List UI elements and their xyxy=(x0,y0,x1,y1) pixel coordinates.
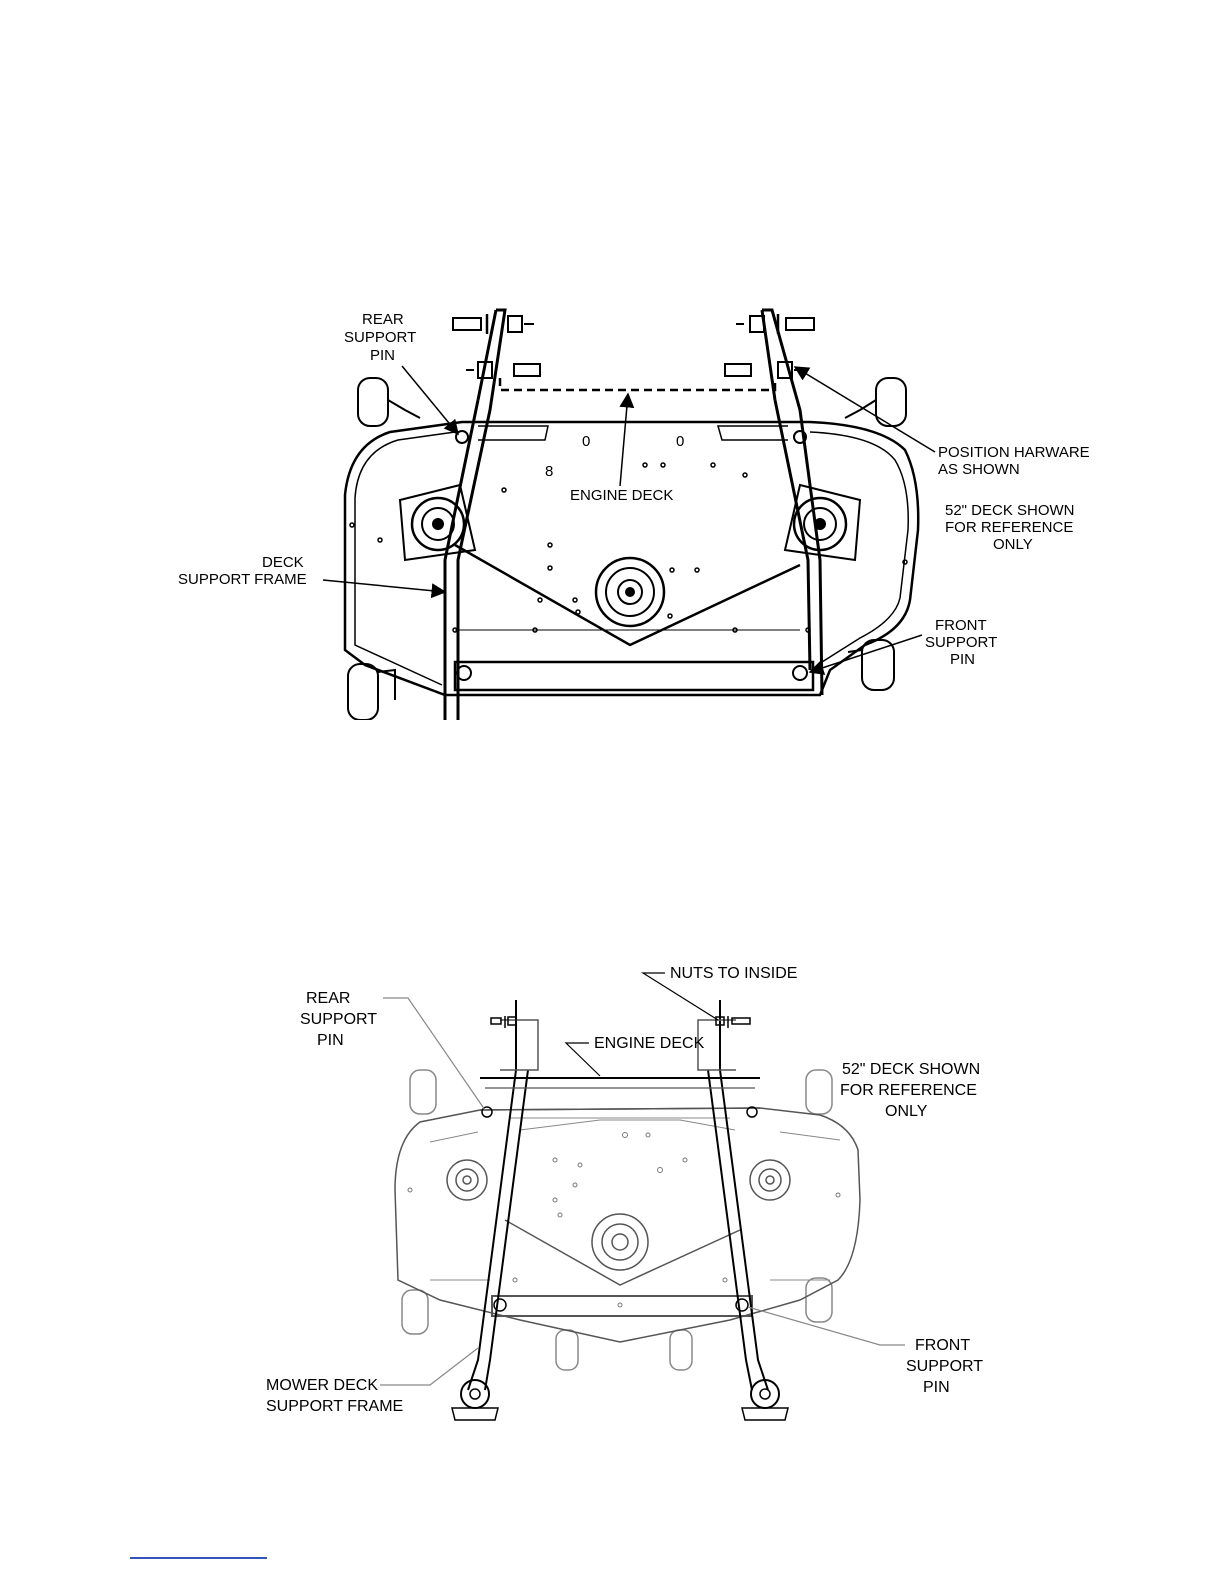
deck-support-frame xyxy=(445,310,822,720)
figure-2-label-engine-deck: ENGINE DECK xyxy=(594,1035,705,1052)
svg-text:SUPPORT: SUPPORT xyxy=(925,634,997,651)
figure-2-deck-diagram: REAR SUPPORT PIN NUTS TO INSIDE ENGINE D… xyxy=(0,960,1224,1430)
svg-text:SUPPORT: SUPPORT xyxy=(906,1358,983,1375)
leader-engine-deck xyxy=(620,394,628,486)
svg-text:FOR REFERENCE: FOR REFERENCE xyxy=(840,1082,977,1099)
hole-mark-0-left: 0 xyxy=(582,433,590,450)
svg-text:REAR: REAR xyxy=(362,311,404,328)
svg-text:DECK: DECK xyxy=(262,554,304,571)
figure-2-label-front-support-pin: FRONT SUPPORT PIN xyxy=(906,1337,983,1396)
label-position-hardware: POSITION HARWARE AS SHOWN xyxy=(938,444,1090,478)
svg-text:PIN: PIN xyxy=(317,1032,344,1049)
svg-text:ONLY: ONLY xyxy=(885,1103,928,1120)
figure-2-label-deck-reference: 52" DECK SHOWN FOR REFERENCE ONLY xyxy=(840,1061,980,1120)
front-cross-bar xyxy=(455,662,813,690)
label-rear-support-pin: REAR SUPPORT PIN xyxy=(344,311,416,364)
svg-text:FRONT: FRONT xyxy=(935,617,987,634)
figure-2-label-rear-support-pin: REAR SUPPORT PIN xyxy=(300,990,377,1049)
right-rear-wheel xyxy=(845,378,906,426)
left-rear-wheel xyxy=(358,378,420,426)
svg-text:PIN: PIN xyxy=(950,651,975,668)
figure-2-leader-mower-deck-support-frame xyxy=(380,1348,478,1385)
engine-deck-dashed-outline xyxy=(500,378,775,390)
svg-text:52" DECK SHOWN: 52" DECK SHOWN xyxy=(945,502,1075,519)
svg-text:PIN: PIN xyxy=(923,1379,950,1396)
figure-2-label-nuts-to-inside: NUTS TO INSIDE xyxy=(670,965,797,982)
hole-mark-8: 8 xyxy=(545,463,553,480)
figure-2-holes xyxy=(408,1133,840,1308)
svg-text:FOR REFERENCE: FOR REFERENCE xyxy=(945,519,1073,536)
figure-2-mower-deck-support-frame xyxy=(452,1000,788,1420)
svg-text:SUPPORT: SUPPORT xyxy=(300,1011,377,1028)
svg-text:MOWER DECK: MOWER DECK xyxy=(266,1377,378,1394)
svg-text:FRONT: FRONT xyxy=(915,1337,970,1354)
leader-deck-support-frame xyxy=(323,580,445,592)
footer-rule xyxy=(130,1557,267,1559)
figure-2-hardware xyxy=(491,1016,750,1028)
figure-1-svg: 0 0 8 REAR SUPPORT xyxy=(0,300,1224,720)
label-engine-deck: ENGINE DECK xyxy=(570,487,673,504)
figure-2-label-mower-deck-support-frame: MOWER DECK SUPPORT FRAME xyxy=(266,1377,403,1415)
svg-text:PIN: PIN xyxy=(370,347,395,364)
figure-1-deck-diagram: 0 0 8 REAR SUPPORT xyxy=(0,300,1224,720)
svg-text:AS SHOWN: AS SHOWN xyxy=(938,461,1020,478)
svg-text:SUPPORT FRAME: SUPPORT FRAME xyxy=(178,571,307,588)
svg-text:52" DECK SHOWN: 52" DECK SHOWN xyxy=(842,1061,980,1078)
figure-2-svg: REAR SUPPORT PIN NUTS TO INSIDE ENGINE D… xyxy=(0,960,1224,1430)
svg-text:SUPPORT FRAME: SUPPORT FRAME xyxy=(266,1398,403,1415)
figure-2-wheels xyxy=(402,1070,832,1370)
center-pulley xyxy=(596,558,664,626)
leader-rear-support-pin xyxy=(402,366,458,434)
leader-position-hardware xyxy=(795,367,935,452)
right-front-wheel xyxy=(848,640,894,690)
svg-text:POSITION HARWARE: POSITION HARWARE xyxy=(938,444,1090,461)
hardware-bolts xyxy=(453,314,814,378)
label-deck-support-frame: DECK SUPPORT FRAME xyxy=(178,554,307,588)
label-front-support-pin: FRONT SUPPORT PIN xyxy=(925,617,997,668)
hole-mark-0-right: 0 xyxy=(676,433,684,450)
figure-2-leader-rear-support-pin xyxy=(383,998,485,1110)
svg-text:ONLY: ONLY xyxy=(993,536,1033,553)
label-deck-reference-1: 52" DECK SHOWN FOR REFERENCE ONLY xyxy=(945,502,1075,553)
svg-text:REAR: REAR xyxy=(306,990,350,1007)
leader-front-support-pin xyxy=(810,635,922,672)
figure-2-leader-front-support-pin xyxy=(748,1307,905,1345)
svg-text:SUPPORT: SUPPORT xyxy=(344,329,416,346)
